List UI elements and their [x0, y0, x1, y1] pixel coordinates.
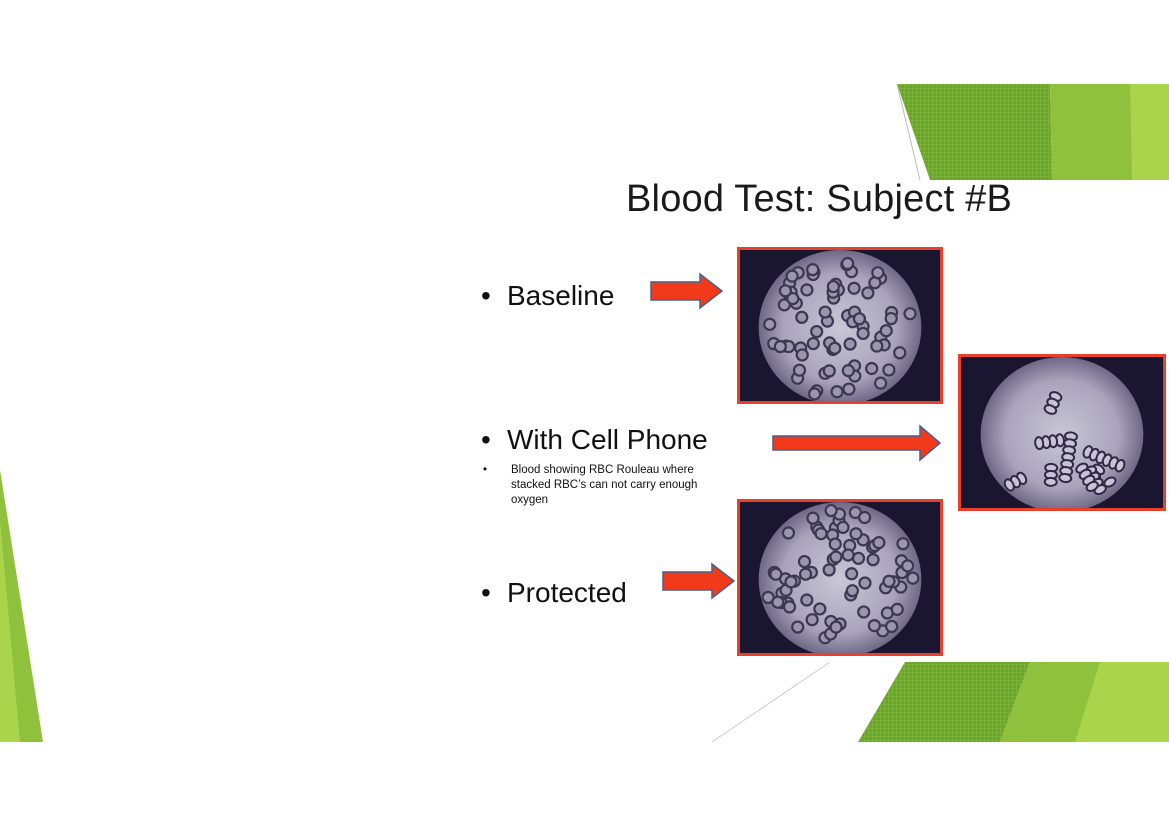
sub-bullet-text: Blood showing RBC Rouleau where stacked … [511, 464, 698, 506]
bullet-protected: • Protected [481, 577, 627, 609]
bullet-with-cell-phone: • With Cell Phone [481, 424, 708, 456]
arrow-right-icon [772, 424, 942, 462]
bullet-label-baseline: Baseline [507, 280, 615, 311]
bullet-label-with-cell-phone: With Cell Phone [507, 424, 708, 455]
protected-micrograph [737, 499, 943, 656]
sub-bullet-dot: • [483, 464, 488, 476]
deco-bottom-bright [1075, 662, 1169, 742]
slide-title: Blood Test: Subject #B [626, 178, 1013, 220]
arrow-right-icon [662, 562, 736, 600]
deco-bottom-dark [858, 662, 1030, 742]
deco-top-bright [1130, 84, 1169, 180]
sub-bullet: • Blood showing RBC Rouleau where stacke… [483, 463, 733, 508]
bullet-baseline: • Baseline [481, 280, 614, 312]
bullet-dot: • [481, 577, 491, 608]
bullet-dot: • [481, 280, 491, 311]
bullet-label-protected: Protected [507, 577, 627, 608]
baseline-micrograph [737, 247, 943, 404]
bullet-dot: • [481, 424, 491, 455]
deco-top-dark [897, 84, 1052, 180]
cell-phone-micrograph [958, 354, 1166, 511]
arrow-right-icon [650, 272, 724, 310]
